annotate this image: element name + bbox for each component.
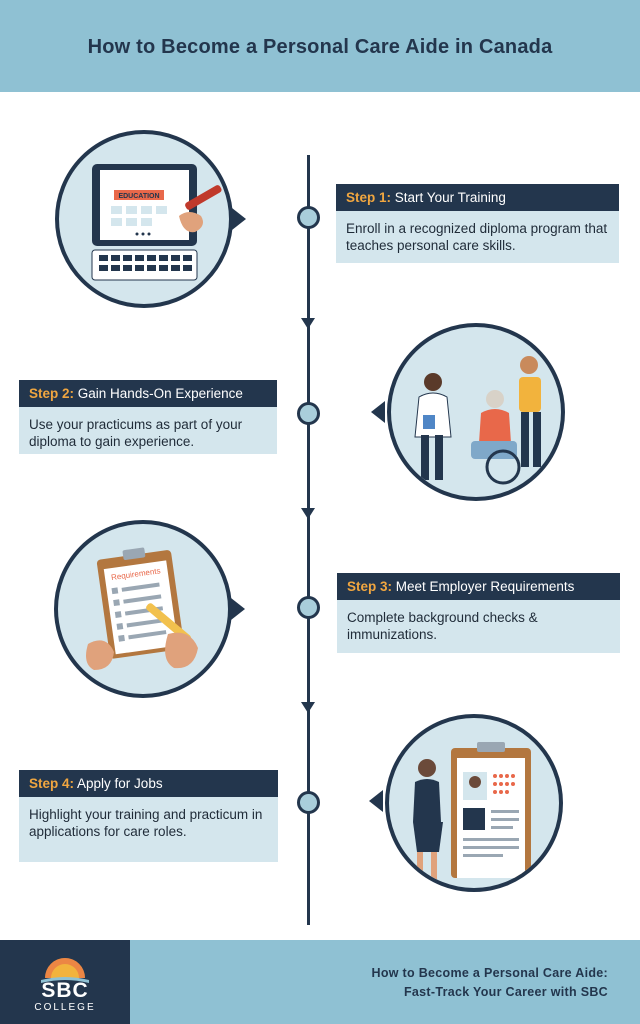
step-2-illustration: [387, 323, 565, 501]
header-banner: [0, 0, 640, 92]
timeline-arrow-1: [301, 318, 315, 329]
sunset-logo-icon: [41, 958, 89, 983]
step-2-body: Use your practicums as part of your dipl…: [19, 407, 277, 454]
step-1-number: Step 1:: [346, 190, 392, 205]
step-3-label: Meet Employer Requirements: [395, 579, 575, 594]
step-2-pointer: [371, 401, 385, 423]
step-1-illustration: EDUCATION: [55, 130, 233, 308]
step-1-label: Start Your Training: [394, 190, 506, 205]
step-4-pointer: [369, 790, 383, 812]
job-application-resume-icon: [413, 742, 531, 882]
step-4-number: Step 4:: [29, 776, 75, 791]
step-2-label: Gain Hands-On Experience: [77, 386, 243, 401]
step-4-illustration: [385, 714, 563, 892]
step-2-number: Step 2:: [29, 386, 75, 401]
step-1-pointer: [232, 208, 246, 230]
footer-line-2: Fast-Track Your Career with SBC: [403, 985, 608, 999]
step-3-number: Step 3:: [347, 579, 393, 594]
requirements-clipboard-icon: Requirements: [86, 547, 198, 670]
step-3-title: Step 3: Meet Employer Requirements: [337, 573, 620, 600]
timeline-node-1: [297, 206, 320, 229]
step-3-body: Complete background checks & immunizatio…: [337, 600, 620, 653]
timeline-arrow-2: [301, 508, 315, 519]
step-4-body: Highlight your training and practicum in…: [19, 797, 278, 862]
footer-line-1: How to Become a Personal Care Aide:: [371, 966, 608, 980]
step-3-pointer: [231, 598, 245, 620]
logo-subtext: COLLEGE: [34, 1002, 96, 1013]
timeline-arrow-3: [301, 702, 315, 713]
step-4-title: Step 4: Apply for Jobs: [19, 770, 278, 797]
timeline-node-2: [297, 402, 320, 425]
education-label: EDUCATION: [118, 193, 159, 200]
step-1-title: Step 1: Start Your Training: [336, 184, 619, 211]
page-title: How to Become a Personal Care Aide in Ca…: [87, 36, 553, 58]
step-1-body: Enroll in a recognized diploma program t…: [336, 211, 619, 263]
sbc-logo: [0, 940, 130, 1024]
caregivers-patient-icon: [414, 356, 541, 485]
step-2-title: Step 2: Gain Hands-On Experience: [19, 380, 277, 407]
timeline-line: [307, 155, 310, 925]
timeline-node-3: [297, 596, 320, 619]
logo-text: SBC: [41, 979, 89, 1002]
timeline-node-4: [297, 791, 320, 814]
tablet-education-icon: EDUCATION: [91, 164, 222, 281]
step-3-illustration: Requirements: [54, 520, 232, 698]
step-4-label: Apply for Jobs: [77, 776, 163, 791]
